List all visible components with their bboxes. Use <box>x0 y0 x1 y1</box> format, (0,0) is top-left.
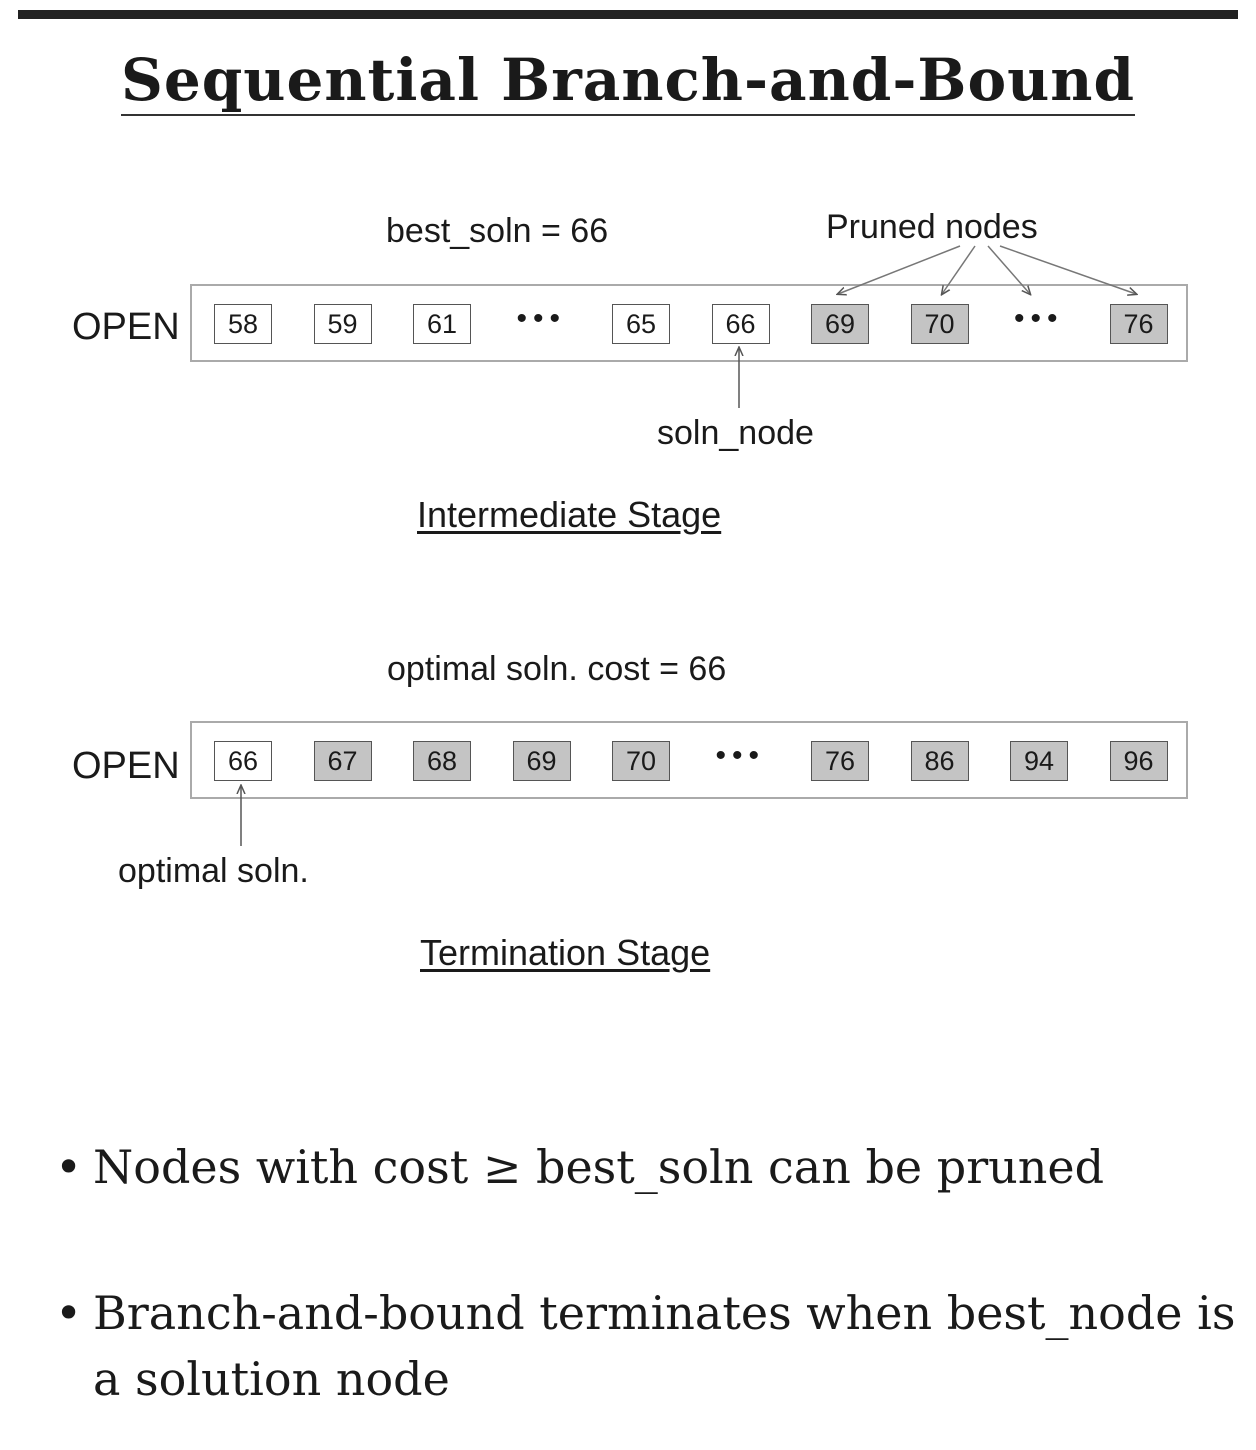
open-label-termination: OPEN <box>72 745 180 787</box>
bullet-text-continued: a solution node <box>93 1352 450 1406</box>
slide-title: Sequential Branch-and-Bound <box>120 46 1136 116</box>
pruned-node: 70 <box>612 741 670 781</box>
pruned-nodes-label: Pruned nodes <box>826 208 1038 246</box>
bullet-text: Branch-and-bound terminates when best_no… <box>93 1286 1236 1340</box>
top-rule <box>18 10 1238 19</box>
pruned-node: 76 <box>811 741 869 781</box>
open-node: 58 <box>214 304 272 344</box>
pruned-node: 86 <box>910 741 969 781</box>
best-soln-label: best_soln = 66 <box>386 212 609 250</box>
optimal-soln-label: optimal soln. <box>118 852 309 890</box>
intermediate-stage-caption: Intermediate Stage <box>417 494 722 535</box>
open-node: 66 <box>214 741 272 781</box>
pruned-node: 69 <box>512 741 571 781</box>
pruned-node: 68 <box>413 741 471 781</box>
pruned-node: 96 <box>1109 741 1168 781</box>
ellipsis: ••• <box>1014 302 1064 335</box>
bullet-pruning: •Nodes with cost ≥ best_soln can be prun… <box>55 1134 1245 1200</box>
open-node: 59 <box>313 304 372 344</box>
pruned-node: 69 <box>811 304 869 344</box>
pruned-node: 67 <box>313 741 372 781</box>
bullet-termination: •Branch-and-bound terminates when best_n… <box>55 1280 1245 1412</box>
termination-stage-caption: Termination Stage <box>420 932 711 973</box>
open-node: 65 <box>612 304 670 344</box>
open-node: 61 <box>413 304 471 344</box>
pruned-node: 70 <box>910 304 969 344</box>
bullet-icon: • <box>55 1140 83 1194</box>
bullet-text: Nodes with cost ≥ best_soln can be prune… <box>93 1140 1105 1194</box>
pruned-node: 76 <box>1109 304 1168 344</box>
open-node: 66 <box>711 304 770 344</box>
bullet-icon: • <box>55 1286 83 1340</box>
pruned-node: 94 <box>1010 741 1068 781</box>
open-label-intermediate: OPEN <box>72 306 180 348</box>
open-list-intermediate: 58 59 61 ••• 65 66 69 70 ••• 76 <box>190 284 1188 362</box>
open-list-termination: 66 67 68 69 70 ••• 76 86 94 96 <box>190 721 1188 799</box>
ellipsis: ••• <box>516 302 567 335</box>
optimal-cost-label: optimal soln. cost = 66 <box>387 650 727 688</box>
ellipsis: ••• <box>715 739 766 772</box>
soln-node-label: soln_node <box>657 414 814 452</box>
